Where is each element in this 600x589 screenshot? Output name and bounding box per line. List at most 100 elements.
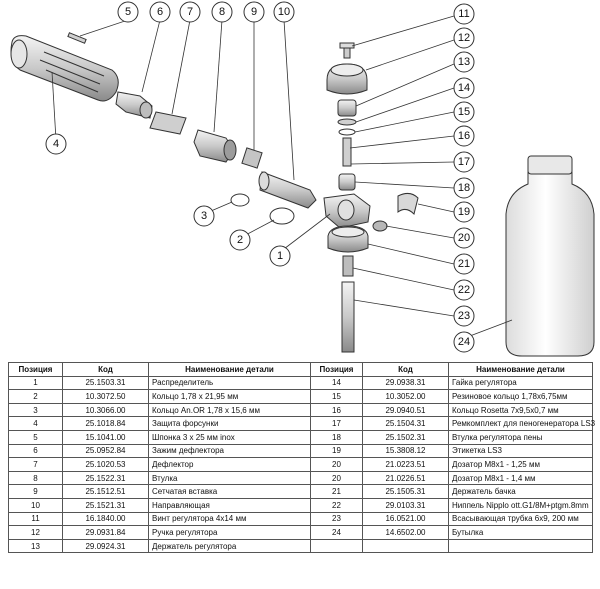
callout-5: 5 xyxy=(117,1,139,23)
table-cell-part-name: Дозатор M8x1 - 1,4 мм xyxy=(448,470,593,486)
callout-2: 2 xyxy=(229,229,251,251)
svg-text:5: 5 xyxy=(125,6,131,18)
table-cell-part-name: Дефлектор xyxy=(148,457,311,472)
table-cell-part-name: Бутылка xyxy=(448,525,593,540)
callout-15: 15 xyxy=(453,101,475,123)
header-part-name: Наименование детали xyxy=(148,362,311,377)
part-regulator-nut xyxy=(337,118,357,126)
table-cell-code: 15.3808.12 xyxy=(362,443,449,459)
table-cell-part-name: Кольцо An.OR 1,78 x 15,6 мм xyxy=(148,402,311,418)
part-mesh-insert xyxy=(241,147,263,169)
table-cell-code: 10.3066.00 xyxy=(62,402,149,418)
table-cell-position: 16 xyxy=(310,402,363,418)
callout-7: 7 xyxy=(179,1,201,23)
svg-text:16: 16 xyxy=(458,130,470,142)
table-cell-part-name: Ремкомплект для пеногенератора LS3 xyxy=(448,416,595,431)
part-foam-sleeve xyxy=(338,173,356,191)
table-cell-position: 14 xyxy=(310,375,363,391)
part-bottle xyxy=(505,155,595,357)
table-cell-position: 1 xyxy=(8,375,63,391)
callout-20: 20 xyxy=(453,227,475,249)
table-cell-code: 25.1018.84 xyxy=(62,416,149,431)
callout-8: 8 xyxy=(211,1,233,23)
svg-text:9: 9 xyxy=(251,6,257,18)
svg-text:18: 18 xyxy=(458,182,470,194)
svg-text:23: 23 xyxy=(458,310,470,322)
header-code: Код xyxy=(62,362,149,377)
part-sleeve xyxy=(193,129,237,163)
table-cell-code: 25.1512.51 xyxy=(62,484,149,499)
table-cell-code: 25.1502.31 xyxy=(362,429,449,445)
svg-text:20: 20 xyxy=(458,232,470,244)
callout-14: 14 xyxy=(453,77,475,99)
table-cell-position: 22 xyxy=(310,497,363,513)
svg-text:14: 14 xyxy=(458,82,470,94)
svg-text:12: 12 xyxy=(458,32,470,44)
table-cell-position: 13 xyxy=(8,538,63,554)
svg-text:6: 6 xyxy=(157,6,163,18)
table-cell-position: 23 xyxy=(310,511,363,527)
table-cell-position: 8 xyxy=(8,470,63,486)
callout-17: 17 xyxy=(453,151,475,173)
table-cell-code: 25.1503.31 xyxy=(62,375,149,391)
part-o-ring-large xyxy=(269,207,295,225)
table-cell-part-name: Шпонка 3 x 25 мм inox xyxy=(148,429,311,445)
table-cell-position: 18 xyxy=(310,429,363,445)
callout-1: 1 xyxy=(269,245,291,267)
table-cell-position: 7 xyxy=(8,457,63,472)
svg-text:19: 19 xyxy=(458,206,470,218)
callout-4: 4 xyxy=(45,133,67,155)
part-tank-holder xyxy=(327,225,369,253)
table-cell-code: 25.0952.84 xyxy=(62,443,149,459)
parts-table-header: Позиция Код Наименование детали Позиция … xyxy=(8,362,593,377)
callout-6: 6 xyxy=(149,1,171,23)
table-cell-part-name: Ниппель Nipplo ott.G1/8M+ptgm.8mm xyxy=(448,497,593,513)
callout-12: 12 xyxy=(453,27,475,49)
table-cell-code: 29.0931.84 xyxy=(62,525,149,540)
svg-text:13: 13 xyxy=(458,56,470,68)
callout-21: 21 xyxy=(453,253,475,275)
table-cell-part-name: Защита форсунки xyxy=(148,416,311,431)
table-cell-part-name: Втулка регулятора пены xyxy=(448,429,593,445)
svg-text:11: 11 xyxy=(458,8,469,20)
table-cell-position: 19 xyxy=(310,443,363,459)
table-cell-code: 16.0521.00 xyxy=(362,511,449,527)
part-distributor xyxy=(323,193,371,229)
table-cell-code: 14.6502.00 xyxy=(362,525,449,540)
table-cell-part-name: Втулка xyxy=(148,470,311,486)
callout-11: 11 xyxy=(453,3,475,25)
svg-text:15: 15 xyxy=(458,106,470,118)
table-cell-code: 25.1504.31 xyxy=(362,416,449,431)
callout-3: 3 xyxy=(193,205,215,227)
table-cell-code: 16.1840.00 xyxy=(62,511,149,527)
part-deflector xyxy=(149,111,187,135)
table-cell-part-name: Сетчатая вставка xyxy=(148,484,311,499)
table-cell-part-name: Держатель регулятора xyxy=(148,538,311,554)
svg-text:22: 22 xyxy=(458,284,470,296)
table-cell-part-name: Направляющая xyxy=(148,497,311,513)
header-code-2: Код xyxy=(362,362,449,377)
svg-text:21: 21 xyxy=(458,258,470,270)
table-cell-part-name: Распределитель xyxy=(148,375,311,391)
table-cell-code: 21.0226.51 xyxy=(362,470,449,486)
leader-lines xyxy=(51,15,513,343)
table-cell-code: 29.0938.31 xyxy=(362,375,449,391)
table-cell-code: 10.3072.50 xyxy=(62,389,149,404)
table-cell-code: 25.1521.31 xyxy=(62,497,149,513)
table-cell-code: 29.0924.31 xyxy=(62,538,149,554)
table-cell-position: 21 xyxy=(310,484,363,499)
part-key-pin xyxy=(67,32,87,44)
table-cell-code xyxy=(362,538,449,554)
part-regulator-screw xyxy=(339,42,355,59)
header-part-name-2: Наименование детали xyxy=(448,362,593,377)
table-cell-code: 29.0940.51 xyxy=(362,402,449,418)
part-nipple xyxy=(342,255,354,277)
